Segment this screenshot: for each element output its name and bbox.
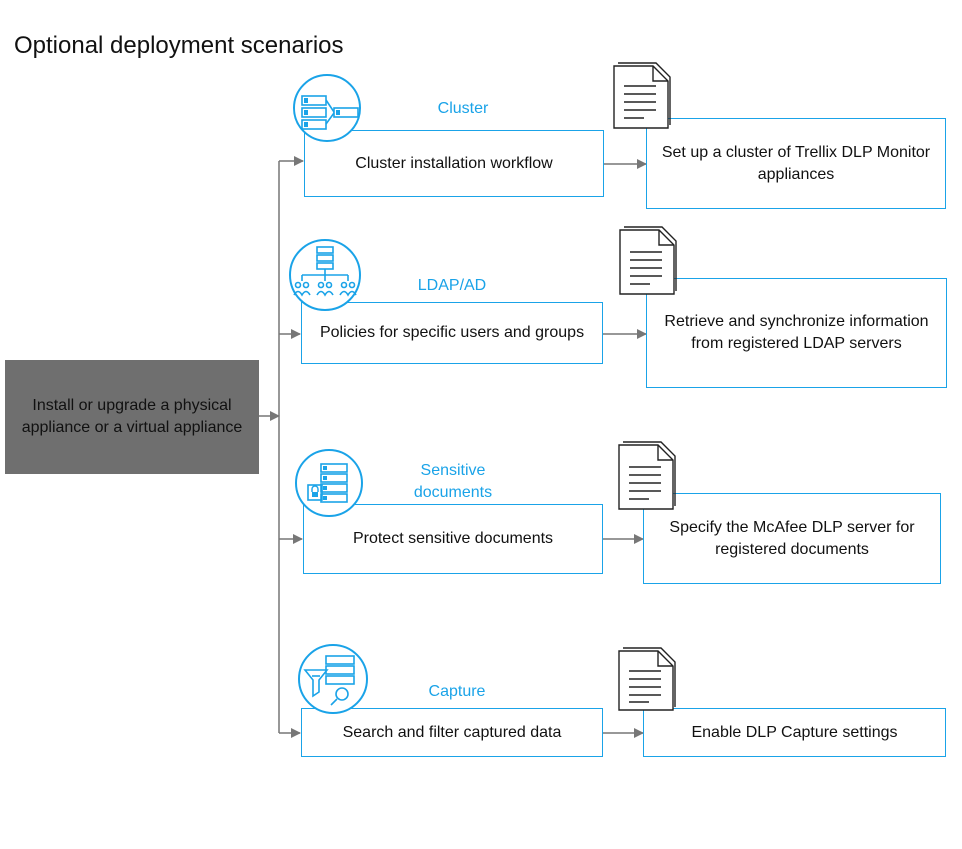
result-box-capture: Enable DLP Capture settings: [643, 708, 946, 757]
document-icon-sensitive: [618, 441, 676, 510]
start-box: Install or upgrade a physical appliance …: [5, 360, 259, 474]
result-box-sensitive: Specify the McAfee DLP server for regist…: [643, 493, 941, 584]
locked-server-icon: [295, 449, 363, 517]
task-box-sensitive: Protect sensitive documents: [303, 504, 603, 574]
scenario-label-cluster: Cluster: [437, 100, 489, 117]
task-box-capture: Search and filter captured data: [301, 708, 603, 757]
task-box-cluster: Cluster installation workflow: [304, 130, 604, 197]
scenario-label-capture: Capture: [428, 683, 486, 700]
scenario-label-ldap: LDAP/AD: [417, 277, 487, 294]
document-icon-capture: [618, 647, 676, 711]
server-cluster-icon: [293, 74, 361, 142]
task-box-ldap: Policies for specific users and groups: [301, 302, 603, 364]
document-icon-cluster: [613, 62, 671, 129]
filter-search-icon: [298, 644, 368, 714]
diagram-title: Optional deployment scenarios: [14, 32, 344, 59]
result-box-ldap: Retrieve and synchronize information fro…: [646, 278, 947, 388]
scenario-label-sensitive: Sensitive documents: [413, 462, 493, 501]
user-groups-icon: [289, 239, 361, 311]
result-box-cluster: Set up a cluster of Trellix DLP Monitor …: [646, 118, 946, 209]
document-icon-ldap: [619, 226, 677, 295]
